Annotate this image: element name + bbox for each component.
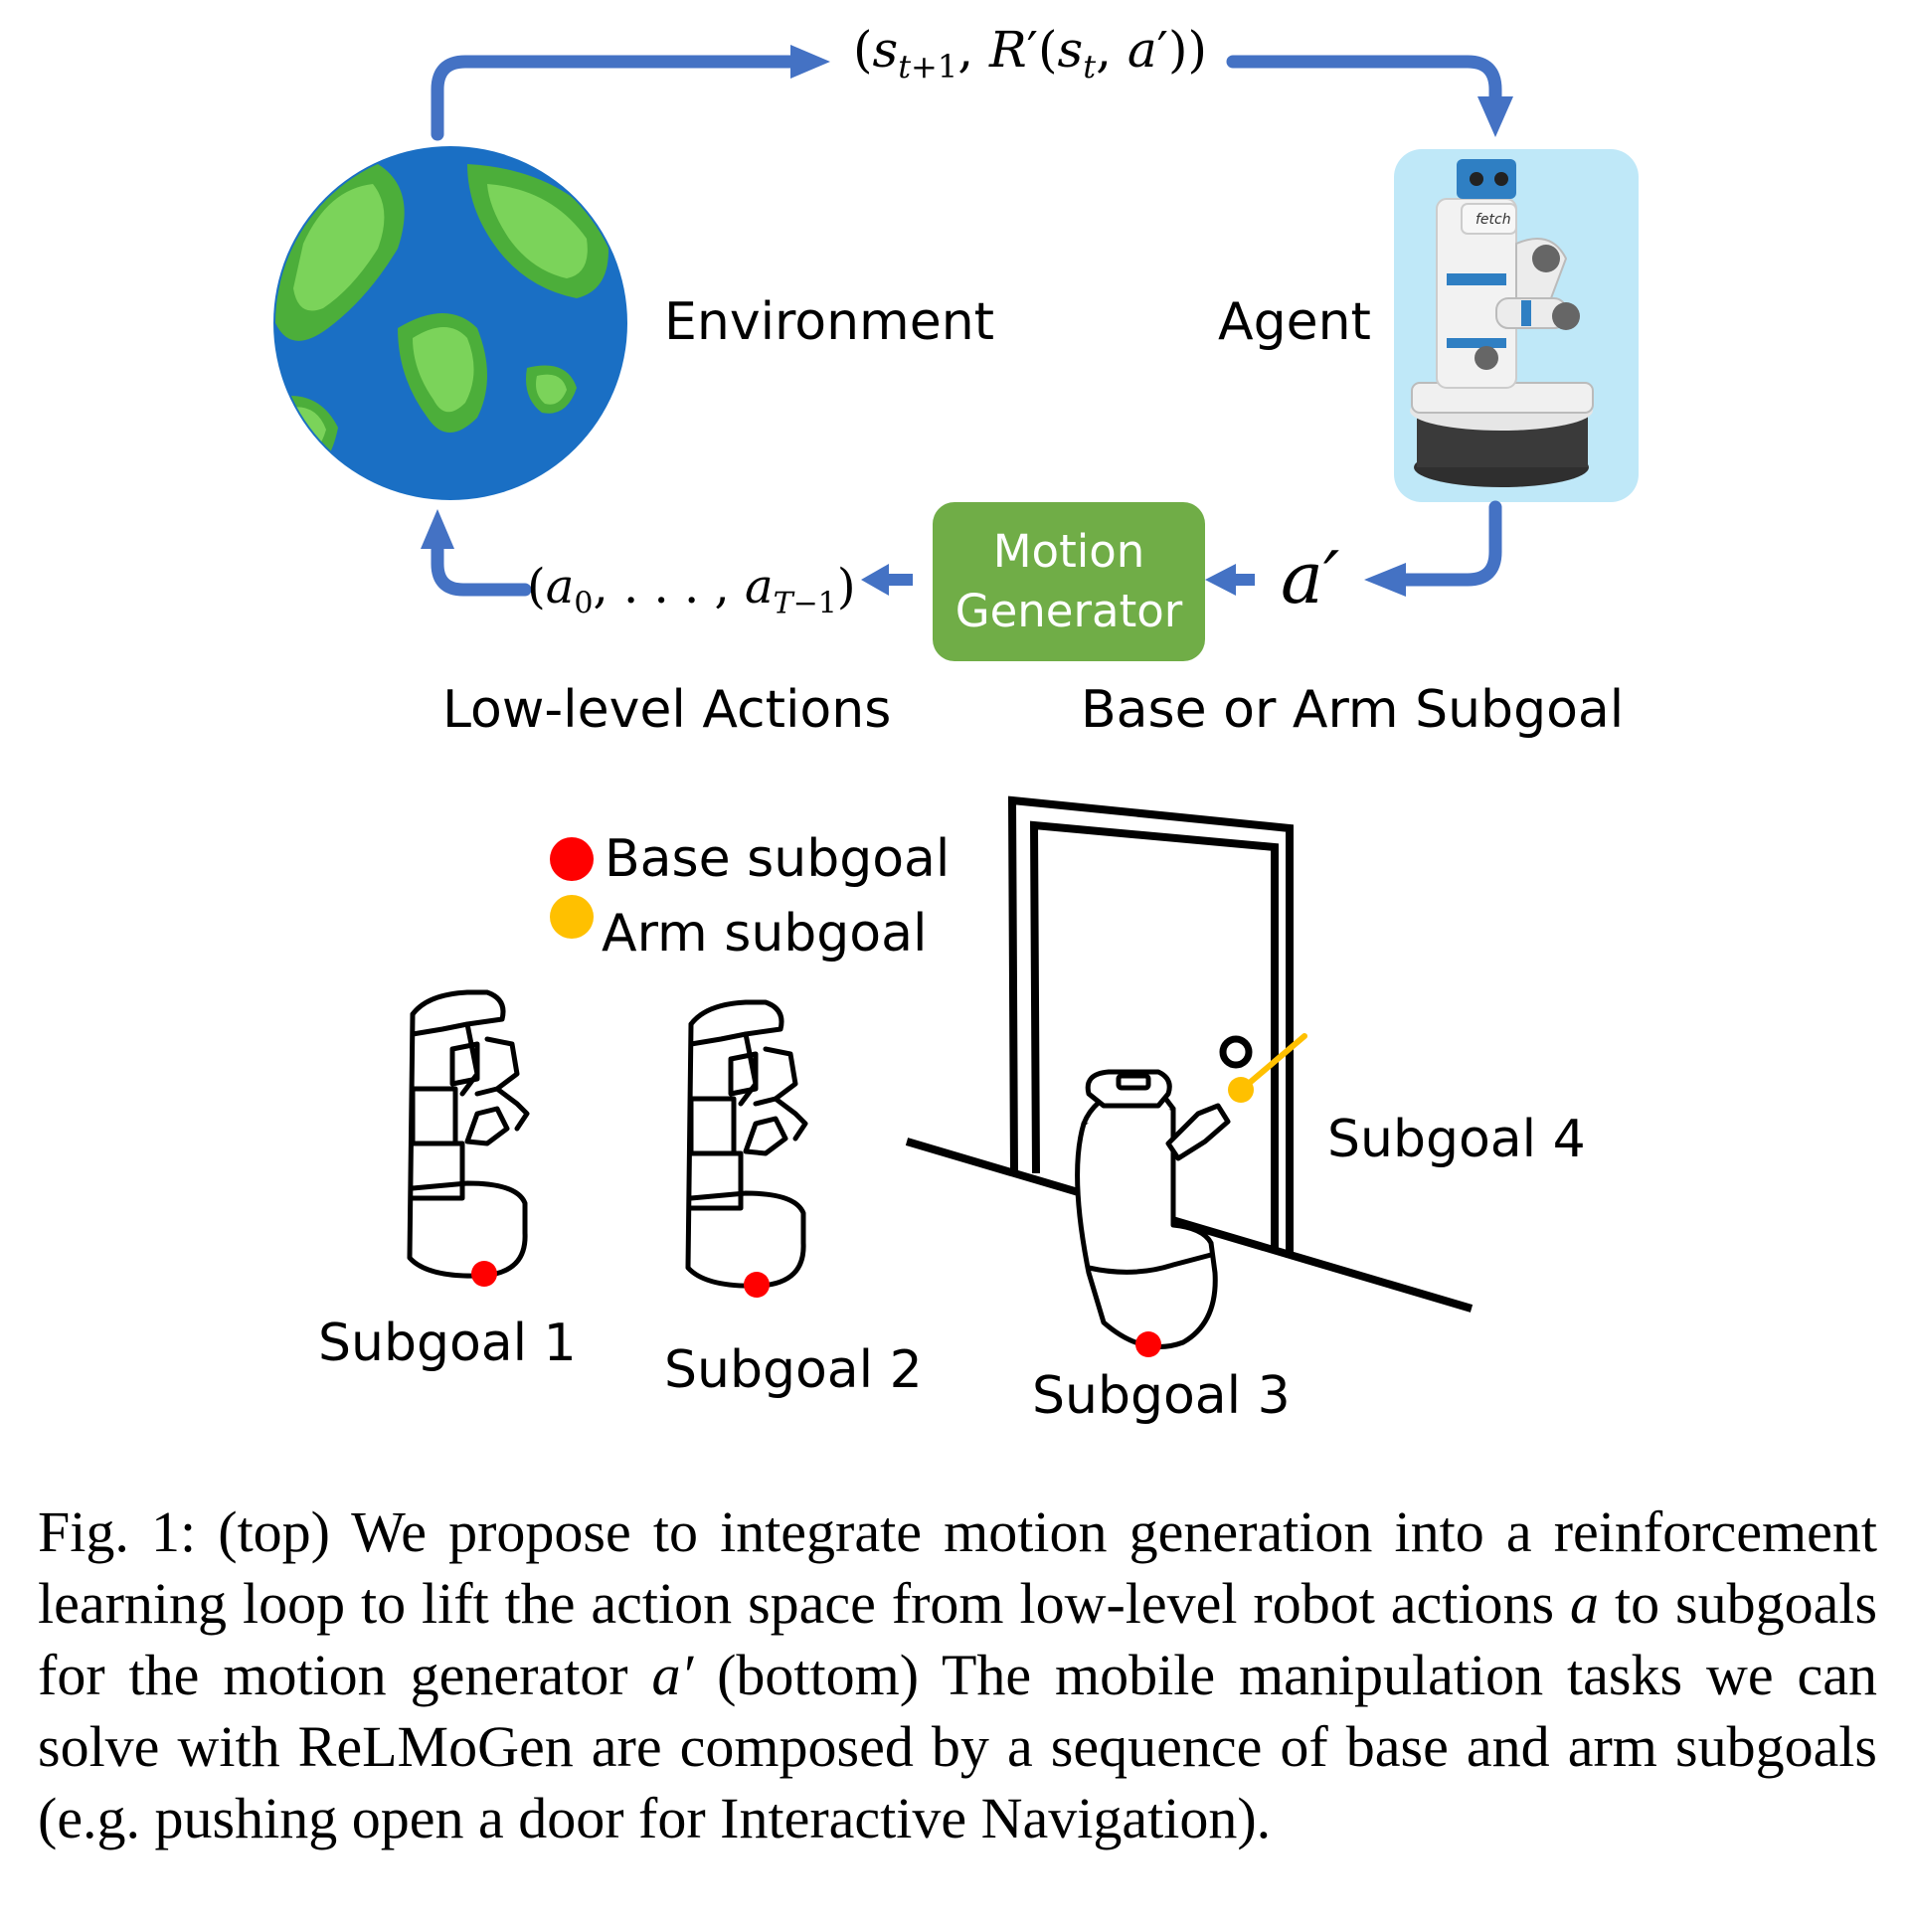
subgoal-2-base-dot	[744, 1272, 770, 1298]
mg-output-arrowhead	[861, 564, 889, 596]
subgoal-action-math: a′	[1281, 536, 1340, 619]
low-level-actions-math: (a0, . . . , aT−1)	[527, 559, 856, 621]
caption-prefix: Fig. 1: (top) We propose to integrate mo…	[38, 1499, 1877, 1636]
subgoal-3-label: Subgoal 3	[1032, 1366, 1291, 1426]
subgoal-label: Base or Arm Subgoal	[1081, 680, 1625, 740]
motion-generator-line2: Generator	[954, 585, 1183, 637]
mg-input-arrow-shaft	[1233, 574, 1255, 586]
fetch-robot-image: fetch	[1410, 159, 1594, 487]
caption-suffix: (bottom) The mobile manipulation tasks w…	[38, 1643, 1877, 1850]
subgoal-4-arm-dot	[1228, 1077, 1254, 1103]
base-subgoal-legend-dot	[550, 837, 594, 881]
low-level-actions-label: Low-level Actions	[442, 680, 892, 740]
arm-subgoal-legend-label: Arm subgoal	[602, 904, 928, 964]
caption-middle: to subgoals for the motion generator	[38, 1571, 1878, 1707]
subgoal-1-base-dot	[471, 1261, 497, 1287]
observation-arrowhead	[790, 45, 830, 79]
subgoal-4-label: Subgoal 4	[1327, 1110, 1586, 1169]
door-frame	[1007, 795, 1294, 1258]
subgoal-3-base-dot	[1135, 1331, 1161, 1357]
figure-caption: Fig. 1: (top) We propose to integrate mo…	[38, 1496, 1877, 1854]
mg-input-arrowhead	[1205, 564, 1236, 596]
robot-sketch-3	[1075, 1069, 1231, 1349]
door-knob-icon	[1219, 1035, 1253, 1069]
agent-arrowhead	[1477, 96, 1513, 137]
floor-line	[905, 1138, 1474, 1313]
motion-generator-line1: Motion	[992, 525, 1145, 578]
earth-icon	[273, 146, 627, 500]
environment-arrowhead	[421, 509, 454, 549]
environment-label: Environment	[664, 292, 995, 352]
mg-output-arrow-shaft	[885, 574, 913, 586]
robot-sketch-1	[407, 989, 530, 1279]
robot-sketch-2	[685, 999, 808, 1289]
observation-label: (st+1, R′(st, a′))	[853, 21, 1208, 86]
subgoal-arrowhead	[1364, 563, 1406, 597]
observation-to-agent-arrow	[1226, 55, 1502, 106]
subgoal-1-label: Subgoal 1	[318, 1314, 577, 1373]
caption-math-a: a	[1570, 1571, 1600, 1636]
base-subgoal-legend-label: Base subgoal	[605, 829, 951, 889]
diagram-canvas: fetch	[273, 45, 1594, 1357]
robot-logo-text: fetch	[1475, 212, 1511, 228]
subgoal-2-label: Subgoal 2	[664, 1340, 923, 1400]
actions-arrow	[431, 540, 532, 597]
agent-label: Agent	[1218, 292, 1371, 352]
caption-math-a-prime: a′	[651, 1643, 694, 1707]
observation-arrow	[431, 55, 802, 141]
motion-generator-box: Motion Generator	[933, 502, 1205, 661]
arm-subgoal-legend-dot	[550, 895, 594, 939]
subgoal-arrow	[1395, 500, 1502, 587]
